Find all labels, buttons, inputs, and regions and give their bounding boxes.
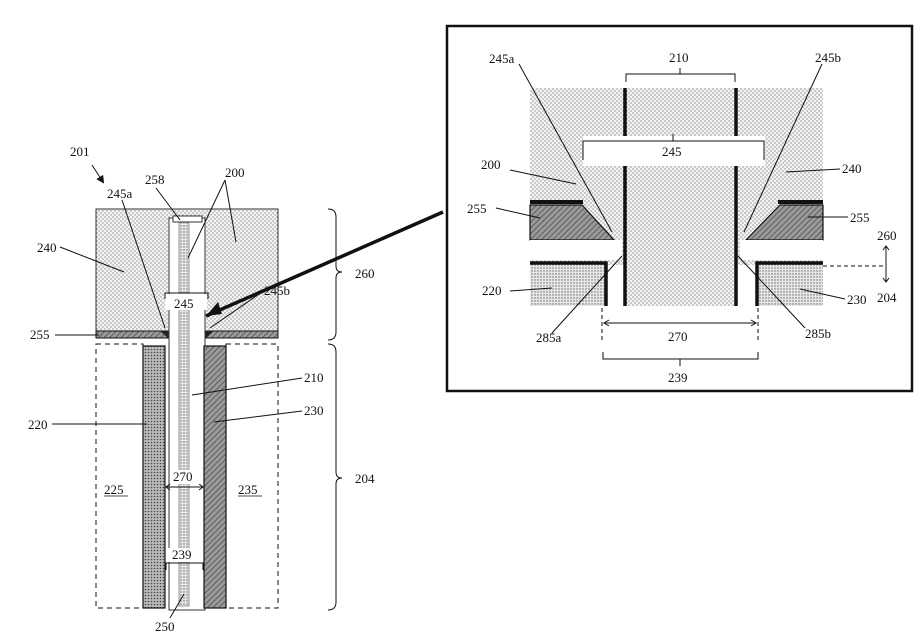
inset-ref-210: 210 xyxy=(669,50,689,65)
ref-245a: 245a xyxy=(107,186,133,201)
inset-ref-245a: 245a xyxy=(489,51,515,66)
brace-260 xyxy=(328,209,342,340)
electrode-230 xyxy=(204,346,226,608)
inset-gap-band-right xyxy=(740,240,823,260)
ref-230: 230 xyxy=(304,403,324,418)
inset-electrode-220 xyxy=(530,263,606,306)
inset-ref-230: 230 xyxy=(847,292,867,307)
ref-204: 204 xyxy=(355,471,375,486)
leader-201 xyxy=(92,165,103,182)
leader-230 xyxy=(214,411,302,422)
ref-239: 239 xyxy=(172,547,192,562)
layer-255 xyxy=(96,331,169,338)
ref-255: 255 xyxy=(30,327,50,342)
brace-204 xyxy=(328,344,342,610)
inset-ref-204: 204 xyxy=(877,290,897,305)
ref-270: 270 xyxy=(173,469,193,484)
ref-245b: 245b xyxy=(264,283,290,298)
ref-220: 220 xyxy=(28,417,48,432)
ref-245: 245 xyxy=(174,296,194,311)
ref-260: 260 xyxy=(355,266,375,281)
inset-ref-200: 200 xyxy=(481,157,501,172)
inset-electrode-230 xyxy=(757,263,823,306)
ref-200: 200 xyxy=(225,165,245,180)
inset-ref-260: 260 xyxy=(877,228,897,243)
inset-ref-239: 239 xyxy=(668,370,688,385)
inset-ref-285b: 285b xyxy=(805,326,831,341)
inset-ref-255-left: 255 xyxy=(467,201,487,216)
ref-235: 235 xyxy=(238,482,258,497)
inset-ref-220: 220 xyxy=(482,283,502,298)
ref-250: 250 xyxy=(155,619,175,634)
inset-ref-285a: 285a xyxy=(536,330,562,345)
inset-ref-245b: 245b xyxy=(815,50,841,65)
ref-201: 201 xyxy=(70,144,90,159)
ref-240: 240 xyxy=(37,240,57,255)
inset-ref-240: 240 xyxy=(842,161,862,176)
region-225 xyxy=(96,344,143,608)
ref-225: 225 xyxy=(104,482,124,497)
electrode-220 xyxy=(143,346,165,608)
inset-ref-270: 270 xyxy=(668,329,688,344)
layer-255-right xyxy=(205,331,278,338)
region-235 xyxy=(226,344,278,608)
inset-ref-245: 245 xyxy=(662,144,682,159)
main-device-view: 201 245a 258 200 240 260 245 245b 255 21… xyxy=(28,144,443,634)
inset-zoom-view: 210 245a 245b 245 200 240 255 255 260 22… xyxy=(447,26,912,391)
inset-gap-band-left xyxy=(530,240,622,260)
inset-channel xyxy=(625,88,736,306)
inset-ref-255-right: 255 xyxy=(850,210,870,225)
ref-210: 210 xyxy=(304,370,324,385)
ref-258: 258 xyxy=(145,172,165,187)
